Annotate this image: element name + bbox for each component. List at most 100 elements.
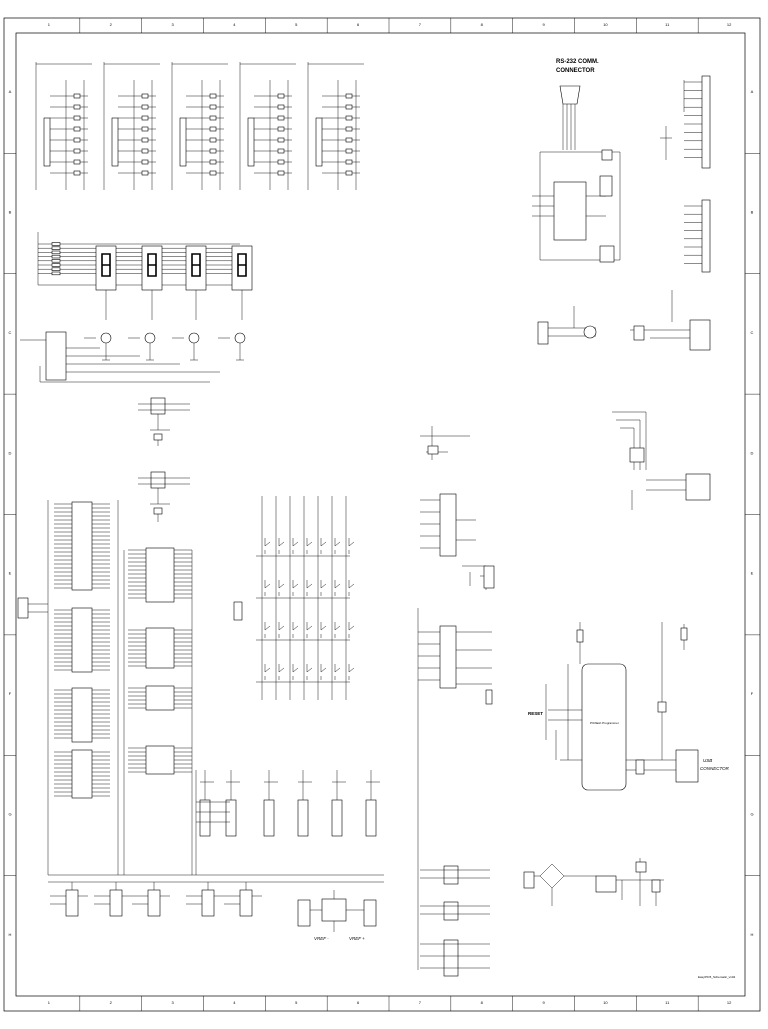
port-block-outline <box>103 62 160 190</box>
port-resistor <box>345 93 353 99</box>
port-resistor <box>277 170 285 176</box>
row-letter: H <box>751 932 754 937</box>
column-number: 10 <box>603 1000 608 1005</box>
column-number: 2 <box>110 1000 113 1005</box>
npn-transistor <box>100 332 112 344</box>
port-resistor <box>345 137 353 143</box>
bottom-center-connectors <box>420 865 490 977</box>
port-header <box>111 117 119 167</box>
idc-connector <box>365 799 377 837</box>
port-header <box>315 117 323 167</box>
row-letter: D <box>9 450 12 455</box>
pushbutton <box>306 622 313 638</box>
segment-resistor <box>51 254 61 259</box>
port-resistor <box>277 93 285 99</box>
idc-connector <box>263 799 275 837</box>
column-number: 8 <box>481 1000 484 1005</box>
pushbutton <box>348 580 355 596</box>
segment-resistor <box>51 259 61 263</box>
column-number: 8 <box>481 22 484 27</box>
reset-label: RESET <box>528 711 543 716</box>
picflash-chip <box>581 663 627 791</box>
rs232-section: RS-232 COMM. CONNECTOR <box>532 59 621 263</box>
button-header <box>233 601 243 621</box>
pushbutton <box>334 664 341 680</box>
seven-segment-digit <box>191 253 201 277</box>
idc-connector <box>225 799 237 837</box>
mcu-socket <box>71 687 93 743</box>
transistor-leads <box>218 337 244 361</box>
column-number: 7 <box>419 1000 422 1005</box>
port-resistor <box>209 93 217 99</box>
header-lines <box>684 81 702 264</box>
port-resistor <box>73 115 81 121</box>
vref-minus-label: VREF - <box>314 936 329 941</box>
segment-resistor <box>51 246 61 250</box>
column-number: 3 <box>171 1000 174 1005</box>
bottom-bus <box>195 770 230 875</box>
segment-resistor <box>51 271 61 276</box>
column-number: 6 <box>357 1000 360 1005</box>
column-number: 2 <box>110 22 113 27</box>
pushbutton <box>348 538 355 554</box>
column-number: 12 <box>727 22 732 27</box>
digit-dip-switch <box>20 331 220 383</box>
connector-feed <box>332 770 346 800</box>
seven-segment-display <box>231 245 253 291</box>
jumper-traces <box>224 882 262 905</box>
sheet-frame <box>3 17 761 1012</box>
idc-connector <box>297 799 309 837</box>
npn-transistor <box>234 332 246 344</box>
port-resistor <box>73 93 81 99</box>
column-number: 11 <box>665 22 670 27</box>
digit-driver-transistors <box>84 332 246 361</box>
column-number: 10 <box>603 22 608 27</box>
jumper-traces <box>94 882 132 905</box>
jumper-block <box>65 889 79 917</box>
seven-segment-section <box>20 232 253 383</box>
seven-segment-digit <box>237 253 247 277</box>
pushbutton <box>264 580 271 596</box>
row-letter: G <box>8 811 11 816</box>
pushbutton <box>292 538 299 554</box>
mcu-socket <box>71 749 93 799</box>
power-supply-section <box>523 858 664 906</box>
left-bus-lines <box>17 500 384 883</box>
pushbutton <box>292 622 299 638</box>
mcu-socket <box>145 547 175 603</box>
jumper-traces <box>132 882 170 905</box>
row-letter: A <box>751 89 754 94</box>
column-number: 3 <box>171 22 174 27</box>
port-header <box>247 117 255 167</box>
row-letter: C <box>9 330 12 335</box>
port-resistor <box>141 104 149 110</box>
port-bus <box>133 80 153 190</box>
column-number: 7 <box>419 22 422 27</box>
port-resistor <box>277 115 285 121</box>
port-resistor <box>345 115 353 121</box>
row-letter: C <box>751 330 754 335</box>
column-number: 1 <box>48 22 51 27</box>
jumper-block <box>147 889 161 917</box>
seven-segment-digit <box>147 253 157 277</box>
port-block-outline <box>307 62 364 190</box>
port-pullup-blocks <box>35 62 364 190</box>
row-letter: G <box>750 811 753 816</box>
port-resistor <box>141 137 149 143</box>
segment-resistor <box>51 250 61 255</box>
pushbutton <box>306 538 313 554</box>
port-resistor <box>345 104 353 110</box>
mcu-socket <box>145 627 175 669</box>
picflash-section: PICflash Programmer USB CONNECTOR RESET <box>528 622 730 791</box>
vref-plus-label: VREF + <box>349 936 365 941</box>
pushbutton <box>264 622 271 638</box>
jumper-traces <box>50 882 88 905</box>
row-letter: D <box>751 450 754 455</box>
port-bus <box>337 80 357 190</box>
footer-label: EasyPIC5_Schematic_v104 <box>698 975 736 979</box>
jumper-block <box>201 889 215 917</box>
port-resistor <box>73 137 81 143</box>
port-bus <box>65 80 85 190</box>
column-number: 5 <box>295 22 298 27</box>
